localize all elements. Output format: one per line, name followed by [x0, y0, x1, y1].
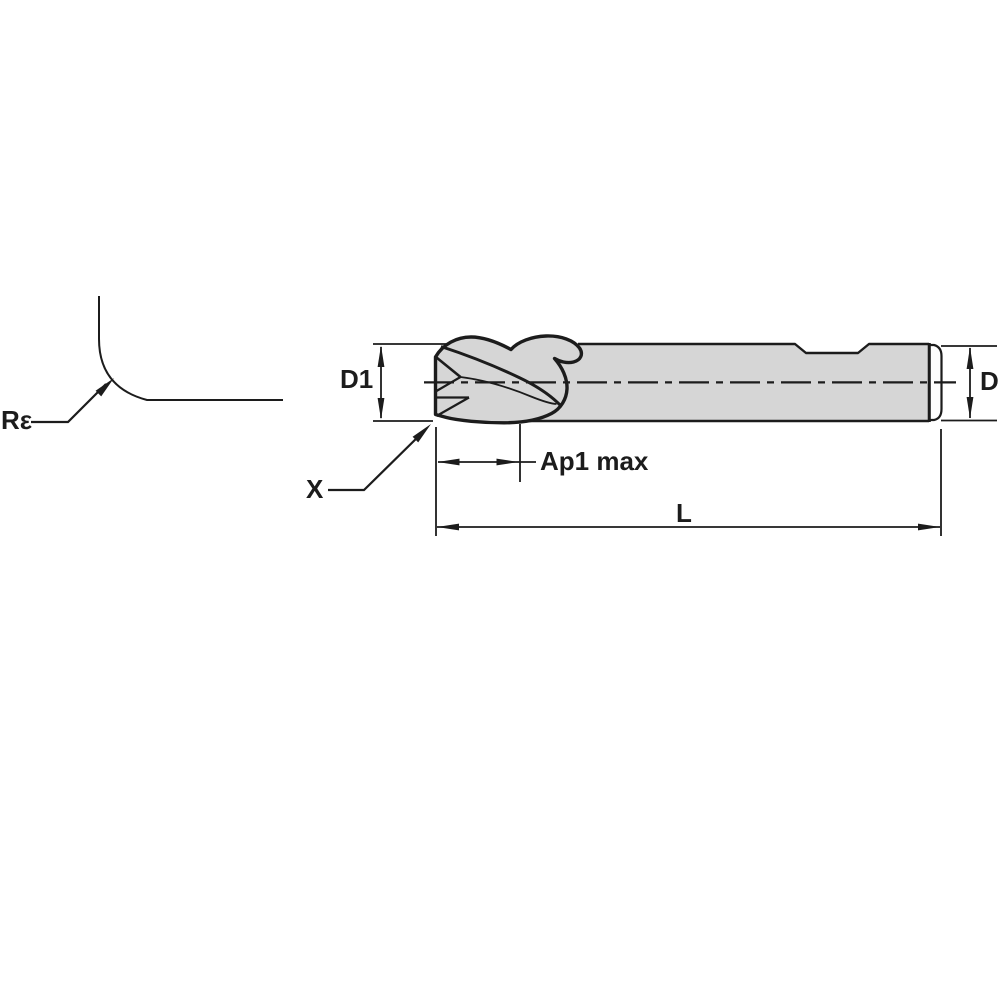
r-epsilon-arrowhead — [95, 378, 114, 397]
dimension-ap1 — [437, 424, 536, 482]
d-arrowhead-down — [966, 397, 974, 419]
end-tooth-edge-upper — [435, 356, 462, 379]
label-corner-radius: Rε — [1, 405, 33, 435]
label-corner-feature: X — [306, 474, 324, 504]
x-arrowhead — [412, 424, 431, 443]
l-arrowhead-left — [437, 523, 459, 531]
d-arrowhead-up — [966, 347, 974, 369]
corner-radius-detail-view — [31, 296, 283, 424]
x-leader-line — [328, 429, 426, 492]
l-arrowhead-right — [918, 523, 940, 531]
leader-x — [328, 424, 431, 492]
dimension-l — [435, 427, 942, 536]
r-epsilon-leader-line — [31, 383, 107, 424]
label-overall-length: L — [676, 498, 692, 528]
flute-face-curve — [460, 376, 557, 405]
label-shank-diameter: D — [980, 366, 999, 396]
shank-top-edge-with-notch — [578, 342, 929, 355]
d1-arrowhead-down — [377, 398, 385, 420]
end-mill — [424, 334, 956, 425]
label-cutting-diameter: D1 — [340, 364, 374, 394]
d1-arrowhead-up — [377, 345, 385, 367]
ap1-arrowhead-right — [496, 458, 519, 466]
label-max-depth-of-cut: Ap1 max — [540, 446, 649, 476]
corner-profile-curve — [98, 296, 283, 401]
end-gash-diagonal — [435, 396, 470, 417]
flute-helix-edge — [440, 345, 563, 408]
dimension-d1 — [373, 343, 450, 422]
ap1-arrowhead-left — [437, 458, 460, 466]
end-tooth-edge-lower — [435, 376, 462, 392]
cutter-head — [433, 334, 584, 425]
dimension-d — [941, 345, 997, 422]
